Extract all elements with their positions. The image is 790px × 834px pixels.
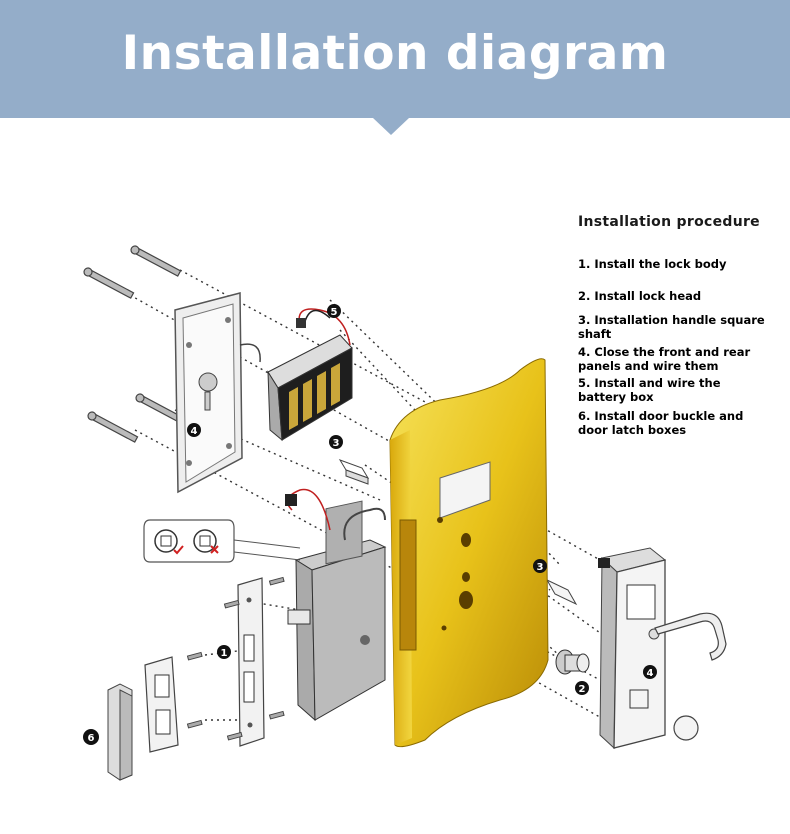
rear-panel (174, 292, 261, 494)
small-screws (186, 576, 285, 741)
knob-cap (673, 715, 699, 741)
strike-plate (144, 656, 179, 753)
marker-4b: 4 (643, 665, 657, 679)
latch-box (107, 683, 133, 781)
marker-1: 1 (217, 645, 231, 659)
orientation-callout (143, 519, 301, 563)
header-banner (0, 0, 790, 118)
installation-procedure: Installation procedure (578, 214, 783, 250)
front-panel (598, 547, 727, 750)
battery-box (267, 308, 353, 442)
mounting-screws (83, 245, 182, 443)
door-leaf (389, 358, 549, 748)
marker-4a: 4 (187, 423, 201, 437)
check-icon (173, 545, 184, 555)
procedure-step-3: 3. Installation handle square shaft (578, 313, 765, 341)
procedure-step-5: 5. Install and wire the battery box (578, 376, 721, 404)
procedure-step-6: 6. Install door buckle and door latch bo… (578, 409, 744, 437)
svg-text:1: 1 (221, 648, 228, 659)
lock-cylinder (555, 649, 590, 675)
marker-6: 6 (83, 729, 99, 745)
svg-text:6: 6 (88, 733, 95, 744)
procedure-title: Installation procedure (578, 214, 760, 230)
faceplate (237, 577, 265, 747)
procedure-step-2: 2. Install lock head (578, 289, 702, 303)
procedure-step-1: 1. Install the lock body (578, 257, 727, 271)
header-notch (373, 118, 409, 135)
marker-2: 2 (575, 681, 589, 695)
marker-5: 5 (327, 304, 341, 318)
svg-text:3: 3 (537, 562, 544, 573)
svg-text:3: 3 (333, 438, 340, 449)
step-markers: 1 2 3 3 4 4 5 6 (83, 304, 657, 745)
mortise-lock-body (285, 488, 387, 722)
marker-3b: 3 (533, 559, 547, 573)
marker-3a: 3 (329, 435, 343, 449)
svg-text:5: 5 (331, 307, 338, 318)
svg-text:4: 4 (647, 668, 654, 679)
svg-text:2: 2 (579, 684, 586, 695)
square-shaft (338, 459, 578, 606)
svg-text:4: 4 (191, 426, 198, 437)
cross-icon (210, 545, 219, 554)
page-title: Installation diagram (121, 26, 669, 81)
procedure-step-4: 4. Close the front and rear panels and w… (578, 345, 751, 373)
